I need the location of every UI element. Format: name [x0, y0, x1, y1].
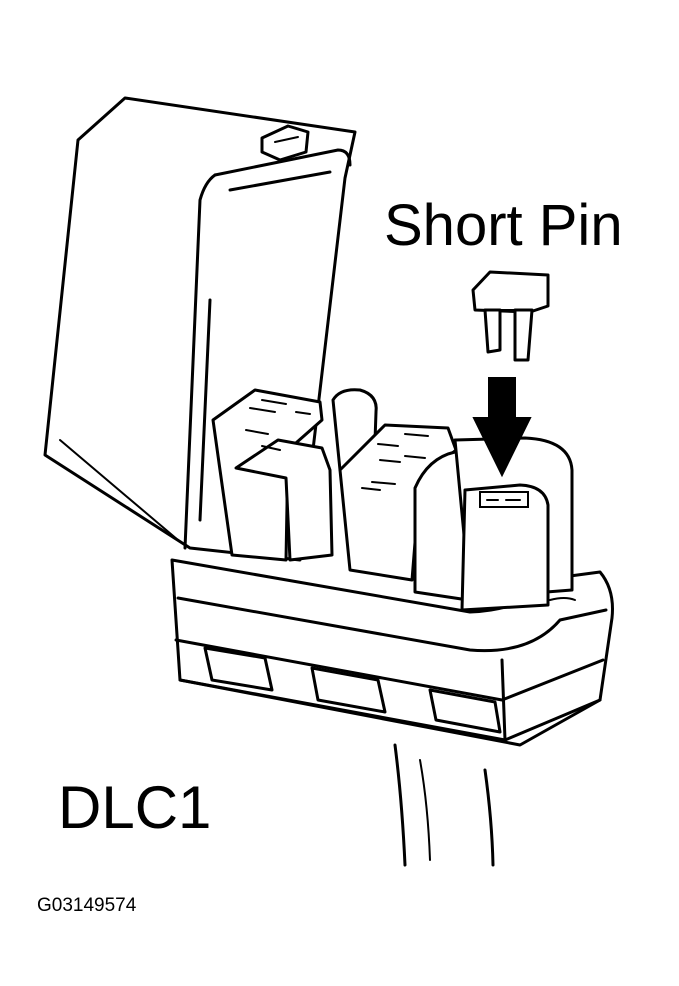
- body-latches: [203, 646, 502, 734]
- cable: [393, 743, 495, 867]
- connector-label: DLC1: [58, 774, 211, 841]
- short-pin: [471, 270, 550, 362]
- short-pin-label: Short Pin: [384, 193, 623, 258]
- insertion-arrow: [472, 377, 532, 478]
- figure-id: G03149574: [37, 895, 137, 916]
- terminal-block: [211, 388, 574, 612]
